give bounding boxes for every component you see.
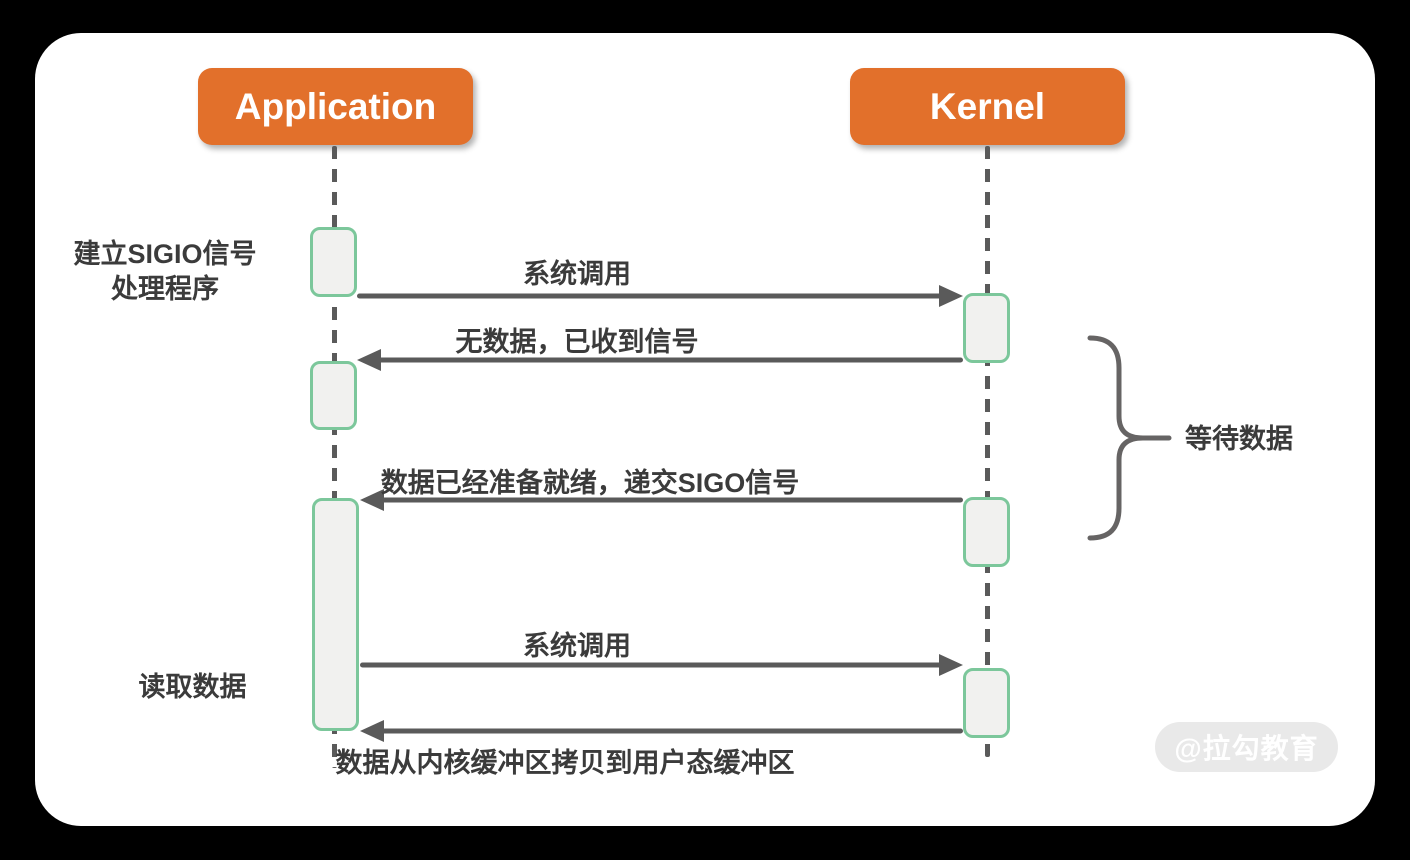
message-label-syscall-2: 系统调用 bbox=[523, 631, 631, 661]
arrow-shaft bbox=[360, 662, 945, 668]
actor-label-kernel: Kernel bbox=[929, 85, 1046, 127]
actor-label-application: Application bbox=[234, 85, 437, 127]
annotation-setup-line1: 建立SIGIO信号 bbox=[73, 239, 257, 269]
watermark-badge: @拉勾教育 bbox=[1155, 722, 1338, 772]
arrow-copy-buffer bbox=[360, 719, 963, 743]
message-label-copy-buffer: 数据从内核缓冲区拷贝到用户态缓冲区 bbox=[335, 748, 795, 778]
arrow-head-left-icon bbox=[360, 489, 384, 511]
lifeline-kernel bbox=[985, 146, 990, 757]
arrow-head-right-icon bbox=[939, 285, 963, 307]
activation-kernel-copy bbox=[963, 668, 1010, 738]
actor-box-kernel: Kernel bbox=[850, 68, 1125, 145]
message-label-data-ready-sigo: 数据已经准备就绪，递交SIGO信号 bbox=[380, 468, 800, 498]
arrow-no-data-signal bbox=[357, 348, 963, 372]
brace-wait-data-icon bbox=[1087, 335, 1172, 541]
lifeline-application bbox=[332, 146, 337, 768]
annotation-setup-line2: 处理程序 bbox=[111, 274, 219, 304]
diagram-card bbox=[35, 33, 1375, 826]
arrow-head-left-icon bbox=[357, 349, 381, 371]
activation-application-signal-received bbox=[310, 361, 357, 430]
message-label-no-data-signal: 无数据，已收到信号 bbox=[455, 327, 699, 357]
arrow-data-ready-sigo bbox=[360, 488, 963, 512]
arrow-shaft bbox=[357, 293, 945, 299]
arrow-head-left-icon bbox=[360, 720, 384, 742]
actor-box-application: Application bbox=[198, 68, 473, 145]
watermark-text: @拉勾教育 bbox=[1174, 733, 1319, 764]
arrow-shaft bbox=[378, 497, 963, 503]
arrow-syscall-1 bbox=[357, 284, 963, 308]
activation-application-read bbox=[312, 498, 359, 731]
arrow-head-right-icon bbox=[939, 654, 963, 676]
annotation-read-data: 读取数据 bbox=[138, 672, 247, 702]
activation-application-setup bbox=[310, 227, 357, 297]
arrow-shaft bbox=[375, 357, 963, 363]
activation-kernel-data-ready bbox=[963, 497, 1010, 567]
annotation-setup-sigio-handler: 建立SIGIO信号 处理程序 bbox=[35, 237, 295, 307]
message-label-syscall-1: 系统调用 bbox=[523, 259, 631, 289]
activation-kernel-first-syscall bbox=[963, 293, 1010, 363]
arrow-shaft bbox=[378, 728, 963, 734]
arrow-syscall-2 bbox=[360, 653, 963, 677]
annotation-wait-data: 等待数据 bbox=[1185, 424, 1293, 454]
